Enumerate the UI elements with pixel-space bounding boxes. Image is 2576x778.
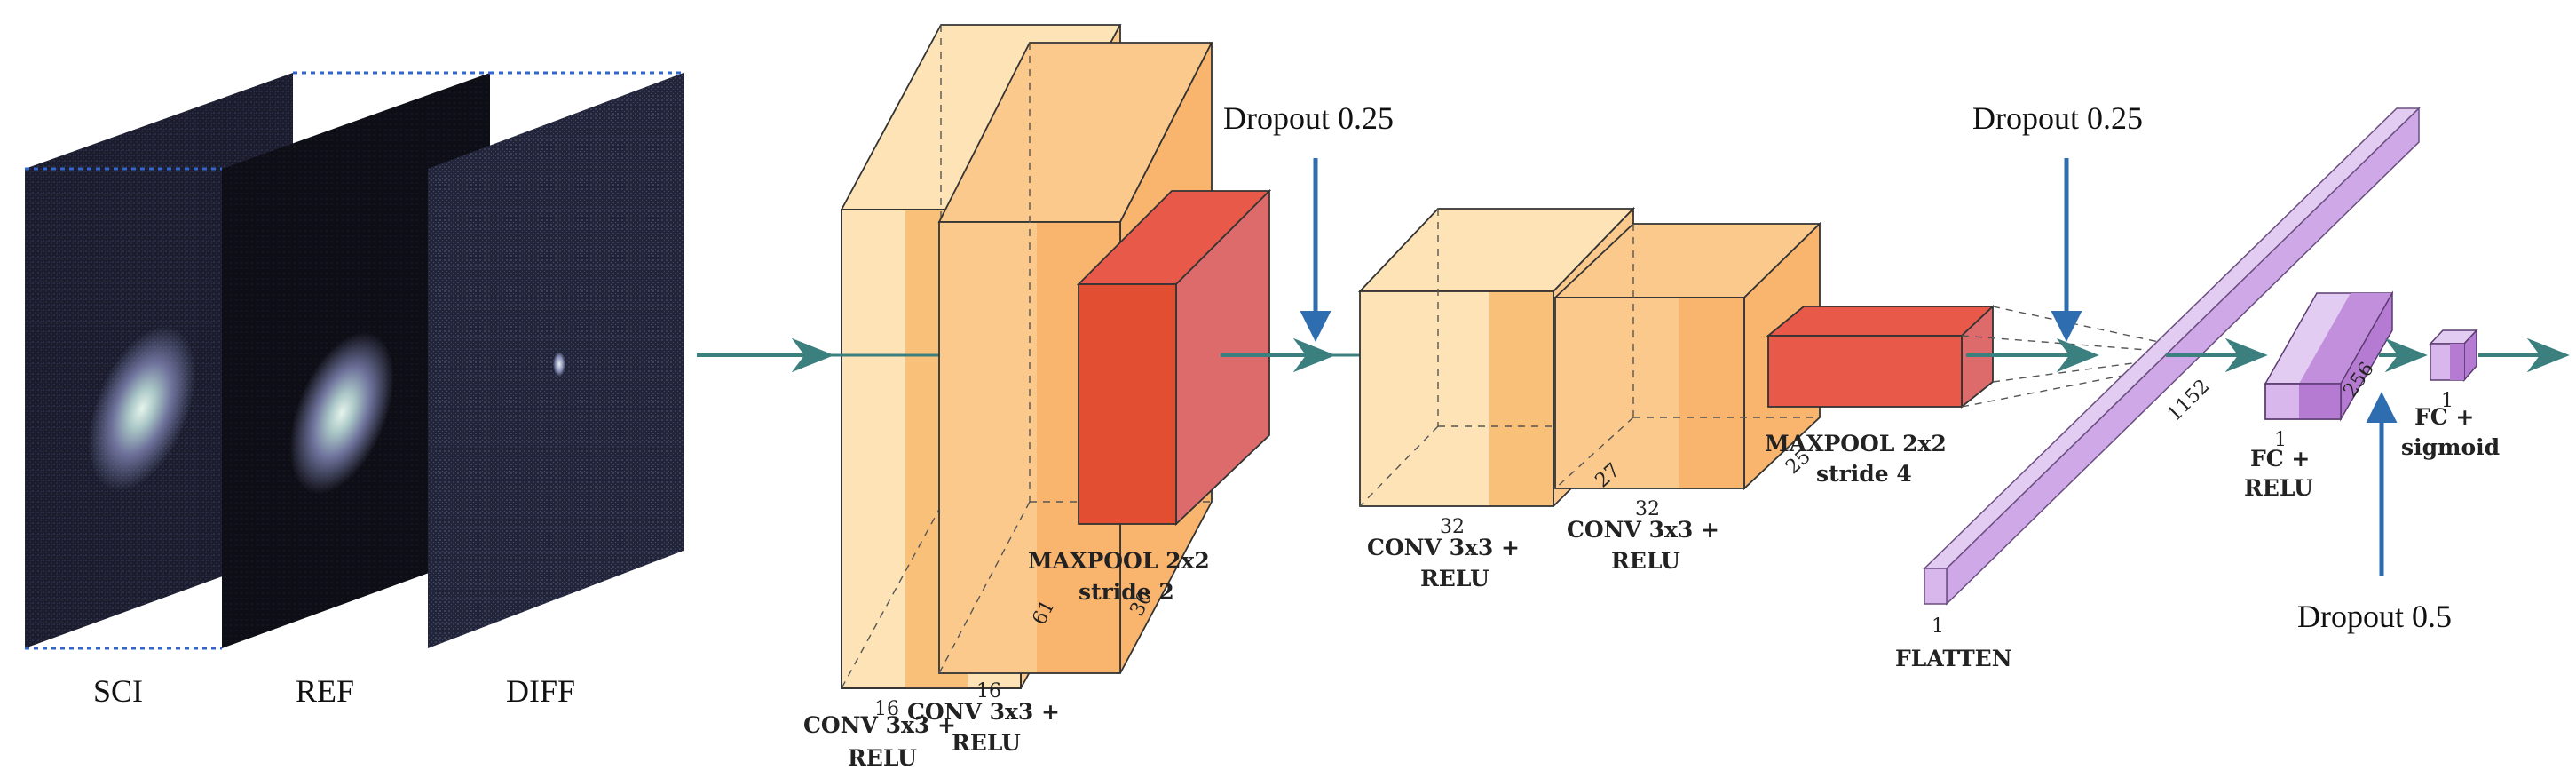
ref-image xyxy=(222,71,490,648)
conv3-label-1: CONV 3x3 + xyxy=(1367,535,1520,560)
maxpool2-block xyxy=(1766,304,1995,409)
fc2-label-1: FC + xyxy=(2414,404,2474,430)
fc2-width: 1 xyxy=(2441,390,2454,412)
sci-label: SCI xyxy=(93,673,143,709)
fc1-label-1: FC + xyxy=(2250,446,2310,472)
dropout-1-label: Dropout 0.25 xyxy=(1223,100,1394,136)
maxpool1-block xyxy=(1076,188,1272,527)
diff-image xyxy=(428,71,684,648)
diff-label: DIFF xyxy=(506,673,575,709)
fc2-label-2: sigmoid xyxy=(2401,434,2500,460)
conv4-depth: 32 xyxy=(1635,498,1660,520)
fc1-width: 1 xyxy=(2274,429,2287,451)
conv1-label-2: RELU xyxy=(848,745,917,771)
fc2-block xyxy=(2429,329,2478,382)
pool2-label-1: MAXPOOL 2x2 xyxy=(1765,431,1947,456)
pool1-label-1: MAXPOOL 2x2 xyxy=(1028,548,1210,574)
flatten-width: 1 xyxy=(1932,615,1944,638)
conv1-depth: 16 xyxy=(874,698,899,720)
pool1-label-2: stride 2 xyxy=(1079,579,1174,605)
pool2-label-2: stride 4 xyxy=(1816,461,1912,487)
conv2-label-2: RELU xyxy=(952,730,1021,756)
fc1-label-2: RELU xyxy=(2244,475,2313,501)
conv3-depth: 32 xyxy=(1440,516,1465,538)
input-images: SCI REF DIFF xyxy=(25,71,684,709)
dropout-3-label: Dropout 0.5 xyxy=(2297,599,2452,634)
conv3-label-2: RELU xyxy=(1420,566,1489,591)
conv4-label-2: RELU xyxy=(1611,548,1680,574)
conv2-label-1: CONV 3x3 + xyxy=(907,699,1060,725)
ref-label: REF xyxy=(296,673,354,709)
conv4-label-1: CONV 3x3 + xyxy=(1567,517,1719,543)
dropout-2-label: Dropout 0.25 xyxy=(1972,100,2143,136)
conv1-label-1: CONV 3x3 + xyxy=(803,712,956,738)
conv2-depth: 16 xyxy=(976,680,1001,703)
fc1-block xyxy=(2264,290,2394,422)
flatten-label: FLATTEN xyxy=(1895,646,2012,671)
